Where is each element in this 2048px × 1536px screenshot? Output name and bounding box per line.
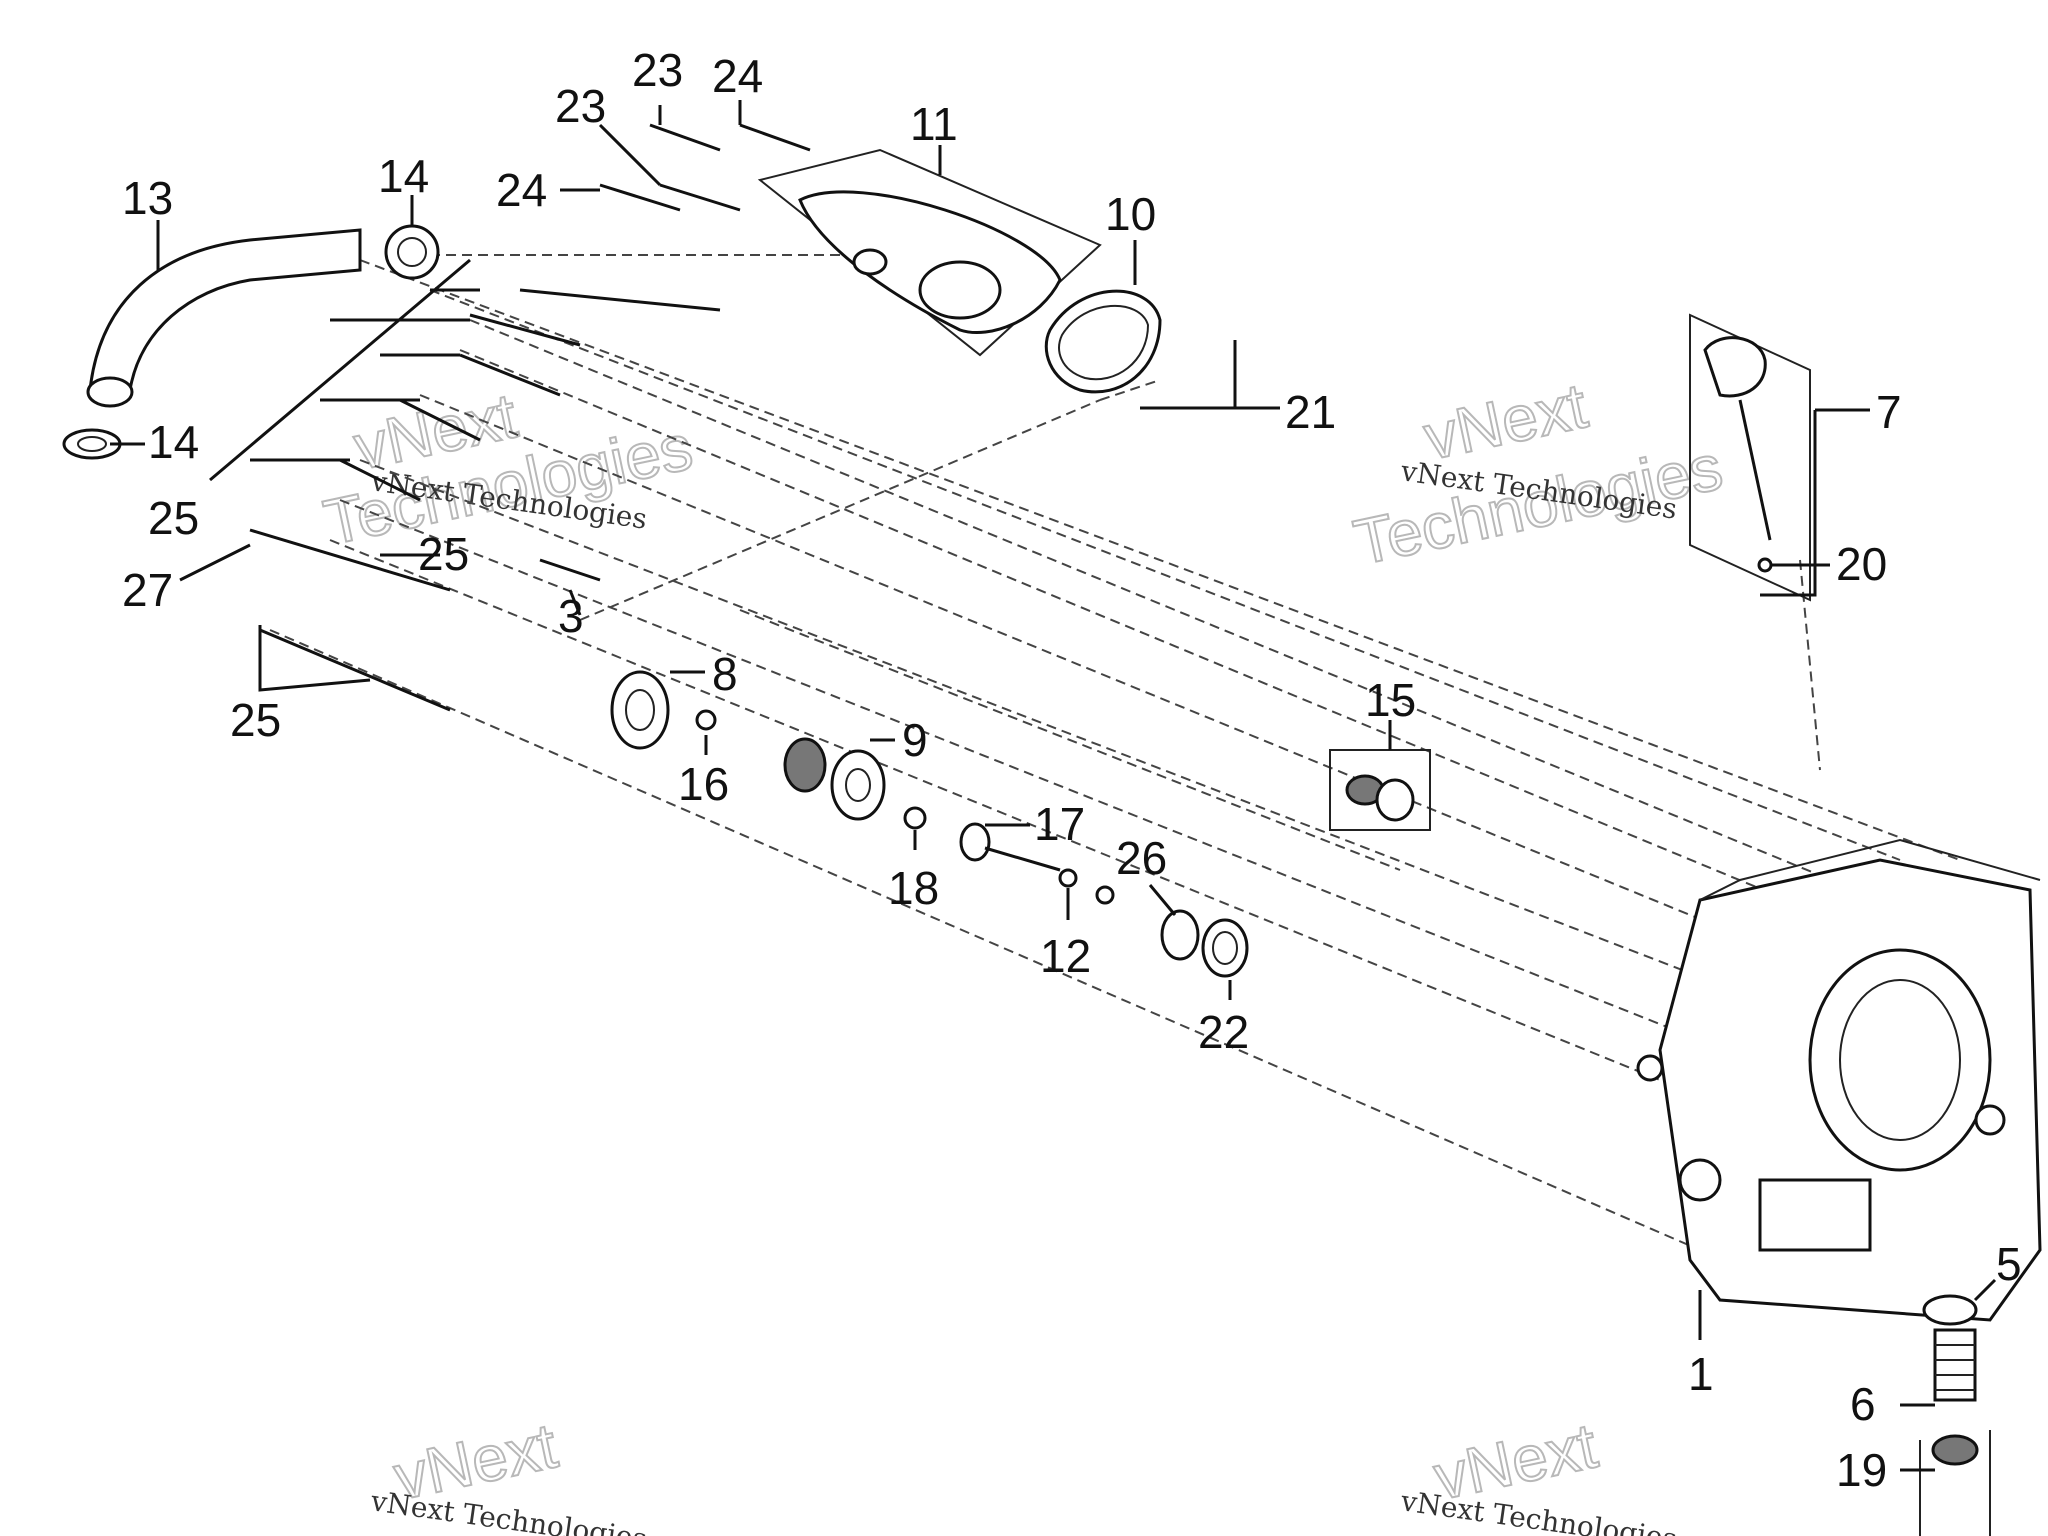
bracket-lines (209, 258, 480, 692)
part-main-housing (1636, 838, 2042, 1322)
shaft-parts (610, 670, 1249, 978)
callout-7: 7 (1876, 386, 1902, 438)
svg-text:vNext: vNext (1418, 369, 1593, 473)
part-cover-plate (757, 148, 1102, 357)
callout-14-top: 14 (378, 150, 429, 202)
callout-12: 12 (1040, 930, 1091, 982)
watermark-upper-right: vNext Technologies vNext Technologies (1347, 368, 1729, 579)
callout-21: 21 (1285, 386, 1336, 438)
bolts-upper (249, 123, 811, 712)
watermark-lower-left: vNext vNext Technologies (368, 1408, 649, 1536)
callout-8: 8 (712, 648, 738, 700)
callout-25-bottom: 25 (230, 694, 281, 746)
callout-15: 15 (1365, 674, 1416, 726)
callout-1: 1 (1688, 1348, 1714, 1400)
callout-24-mid: 24 (496, 164, 547, 216)
part-drain-stack (1919, 1294, 1991, 1536)
callout-5: 5 (1996, 1238, 2022, 1290)
callout-20: 20 (1836, 538, 1887, 590)
watermark-upper-left: vNext Technologies vNext Technologies (317, 378, 699, 559)
callout-23-top: 23 (632, 44, 683, 96)
callout-14-bottom: 14 (148, 416, 199, 468)
callout-25-mid: 25 (418, 528, 469, 580)
callout-13: 13 (122, 172, 173, 224)
callout-27: 27 (122, 564, 173, 616)
callout-3: 3 (558, 590, 584, 642)
callout-6: 6 (1850, 1378, 1876, 1430)
svg-text:vNext Technologies: vNext Technologies (368, 1484, 649, 1536)
callout-11: 11 (910, 98, 958, 150)
callout-24-top: 24 (712, 50, 763, 102)
callout-18: 18 (888, 862, 939, 914)
callout-26: 26 (1116, 832, 1167, 884)
callout-9: 9 (902, 714, 928, 766)
callout-16: 16 (678, 758, 729, 810)
callout-19: 19 (1836, 1444, 1887, 1496)
leader-lines (110, 100, 1997, 1472)
watermark-lower-right: vNext vNext Technologies (1398, 1408, 1679, 1536)
part-gasket (1044, 289, 1162, 394)
callout-10: 10 (1105, 188, 1156, 240)
part-dipstick-box (1689, 313, 1811, 602)
callout-23-mid: 23 (555, 80, 606, 132)
part-fitting-box (1329, 749, 1431, 831)
callout-17: 17 (1034, 798, 1085, 850)
callout-22: 22 (1198, 1006, 1249, 1058)
assembly-lines (269, 254, 1981, 1321)
part-hose (62, 224, 440, 460)
callout-labels: 23 24 23 11 13 14 24 10 21 14 25 27 25 3… (122, 44, 2022, 1496)
callout-25-left: 25 (148, 492, 199, 544)
